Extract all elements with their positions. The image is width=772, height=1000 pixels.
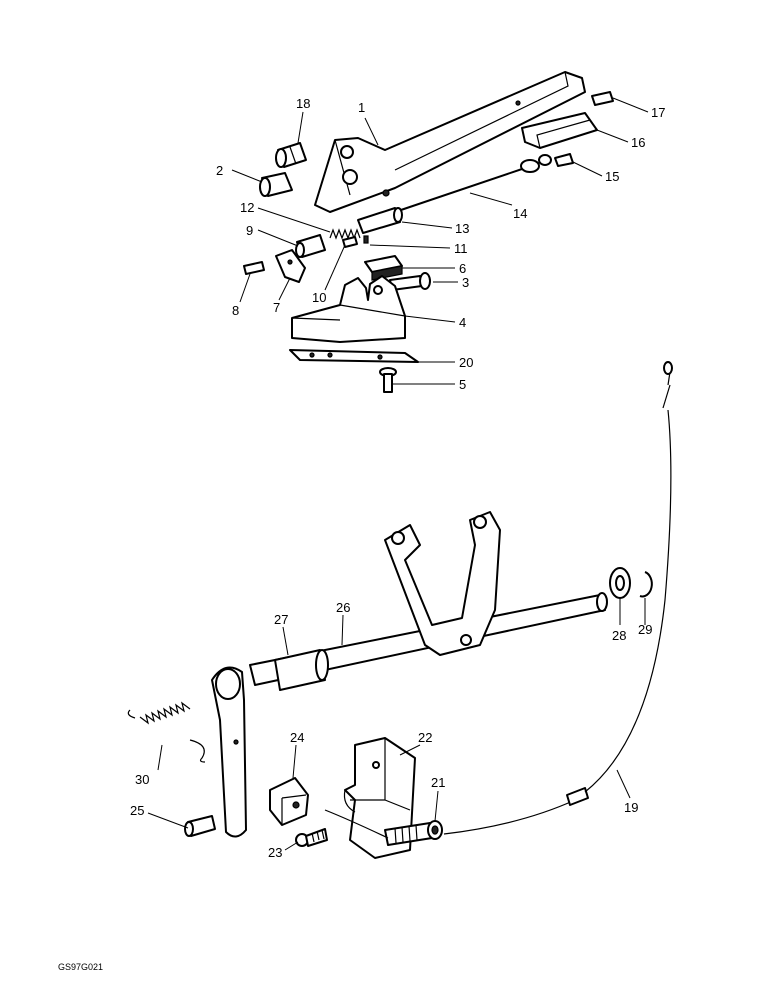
callout-17: 17 xyxy=(651,105,665,120)
callout-16: 16 xyxy=(631,135,645,150)
part-12-spring xyxy=(329,228,361,240)
callout-7: 7 xyxy=(273,300,280,315)
callout-25: 25 xyxy=(130,803,144,818)
part-13-sleeve xyxy=(357,207,403,234)
part-29-circlip xyxy=(639,571,653,598)
callout-26: 26 xyxy=(336,600,350,615)
part-9-adjuster xyxy=(295,234,326,258)
callout-12: 12 xyxy=(240,200,254,215)
part-15-pin xyxy=(554,153,574,167)
leader-lines xyxy=(147,97,649,851)
callout-24: 24 xyxy=(290,730,304,745)
part-20-plate xyxy=(289,349,419,363)
part-21-cable-adjuster xyxy=(324,809,443,846)
callout-labels: 1 2 3 4 5 6 7 8 9 10 11 12 13 14 15 16 1… xyxy=(130,96,665,860)
part-16-pedal-pad xyxy=(521,112,598,149)
part-11-pin xyxy=(363,235,369,244)
part-3-bolt xyxy=(389,272,431,291)
callout-5: 5 xyxy=(459,377,466,392)
part-10-pin xyxy=(342,236,358,248)
part-7-clevis xyxy=(275,249,306,283)
part-4-bracket xyxy=(291,275,406,343)
callout-9: 9 xyxy=(246,223,253,238)
part-26-release-fork xyxy=(384,511,501,656)
callout-2: 2 xyxy=(216,163,223,178)
callout-21: 21 xyxy=(431,775,445,790)
part-17-pin xyxy=(591,91,614,106)
part-25-pin xyxy=(184,815,216,837)
callout-30: 30 xyxy=(135,772,149,787)
part-23-screw xyxy=(295,828,328,847)
callout-20: 20 xyxy=(459,355,473,370)
callout-3: 3 xyxy=(462,275,469,290)
callout-19: 19 xyxy=(624,800,638,815)
part-24-clamp xyxy=(269,777,309,826)
callout-1: 1 xyxy=(358,100,365,115)
part-5-bolt xyxy=(379,367,397,393)
callout-15: 15 xyxy=(605,169,619,184)
callout-18: 18 xyxy=(296,96,310,111)
part-28-washer xyxy=(609,567,631,599)
part-1-pedal-lever xyxy=(314,71,586,213)
callout-8: 8 xyxy=(232,303,239,318)
part-27-shaft-bush xyxy=(274,649,329,691)
callout-10: 10 xyxy=(312,290,326,305)
part-30-return-spring xyxy=(127,701,206,763)
callout-23: 23 xyxy=(268,845,282,860)
callout-22: 22 xyxy=(418,730,432,745)
part-26-operating-lever xyxy=(211,666,247,838)
callout-28: 28 xyxy=(612,628,626,643)
part-14-rod xyxy=(394,154,552,213)
callout-14: 14 xyxy=(513,206,527,221)
callout-29: 29 xyxy=(638,622,652,637)
callout-6: 6 xyxy=(459,261,466,276)
callout-13: 13 xyxy=(455,221,469,236)
callout-11: 11 xyxy=(454,241,468,256)
part-18-bush xyxy=(275,142,307,168)
part-8-pin xyxy=(243,261,265,275)
part-2-bush xyxy=(259,172,293,197)
part-19-control-cable xyxy=(443,361,673,835)
callout-4: 4 xyxy=(459,315,466,330)
callout-27: 27 xyxy=(274,612,288,627)
drawing-code: GS97G021 xyxy=(58,962,103,972)
